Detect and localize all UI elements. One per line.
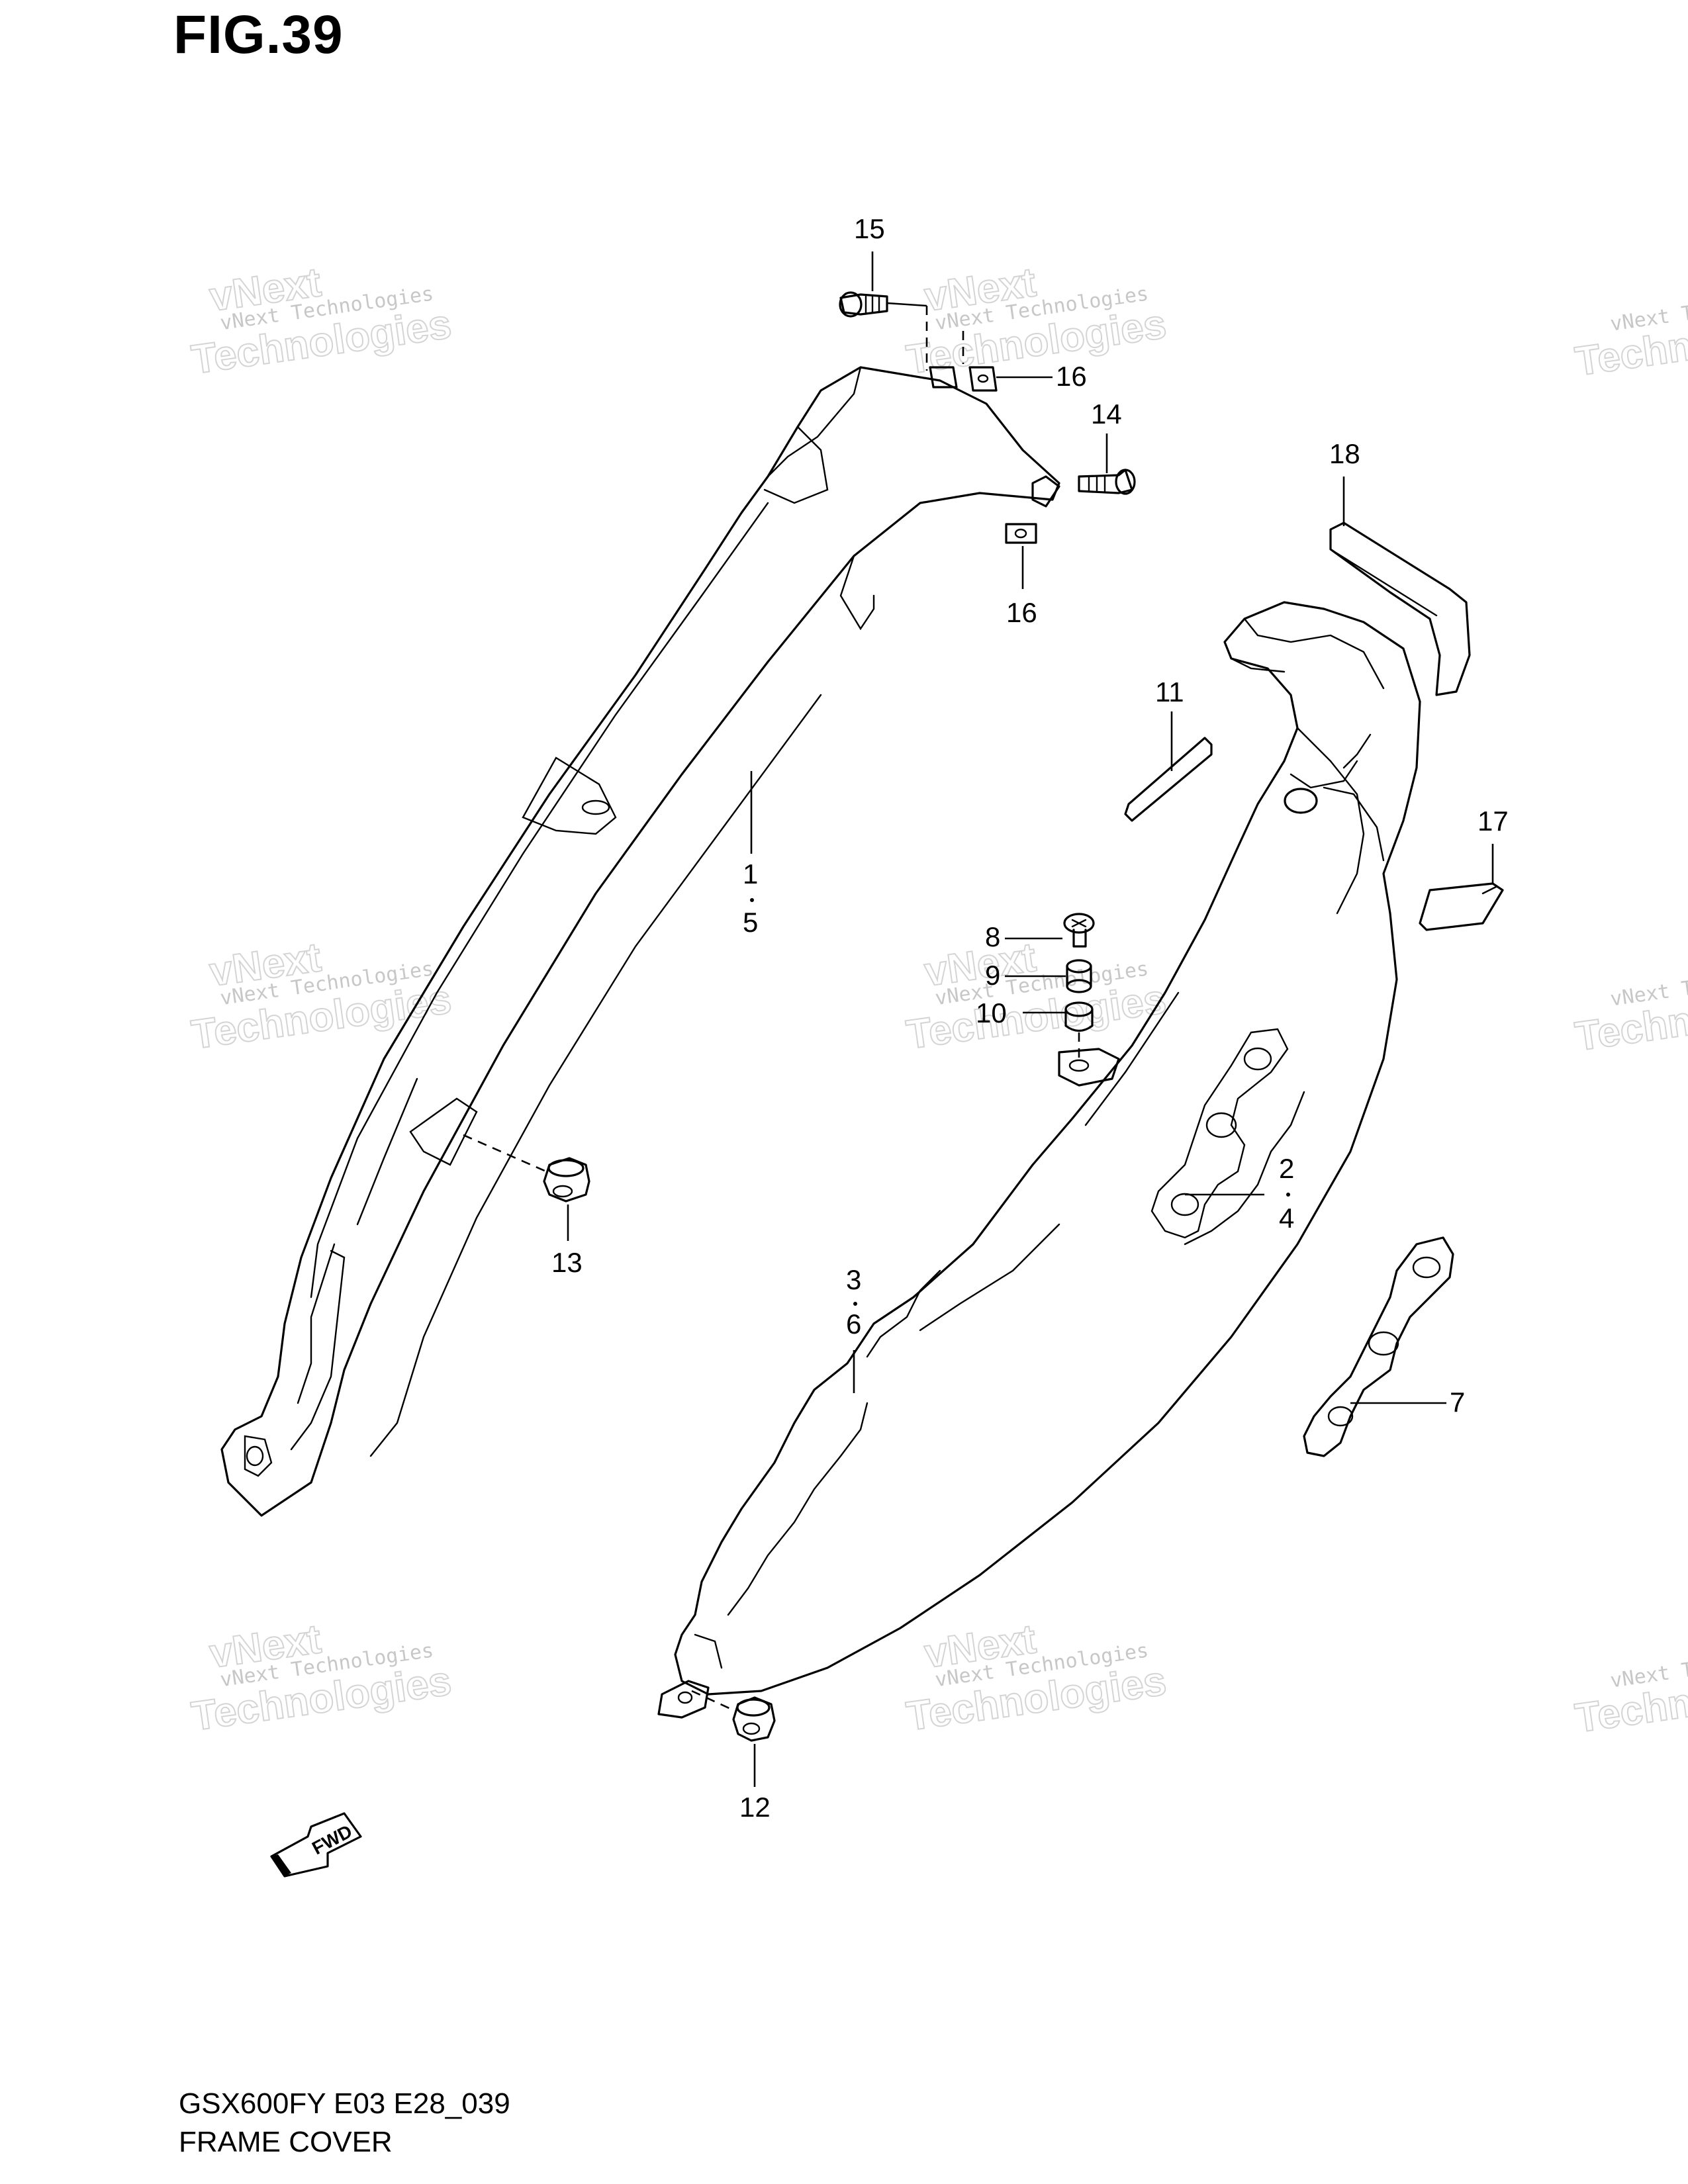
part-18-seal-strip [1329, 522, 1471, 696]
fastener-16-clip-upper [929, 366, 998, 392]
watermark-top-right: vNext Technologies Technologies [1571, 283, 1688, 386]
watermark-group: vNext vNext Technologies Technologies vN… [188, 259, 1688, 1743]
watermark-bottom-left: vNext vNext Technologies Technologies [188, 1615, 455, 1741]
callout-2: 2 [1279, 1153, 1294, 1184]
callout-labels: 15 16 14 16 18 11 1 5 17 8 9 10 2 4 13 3… [551, 213, 1509, 1823]
callout-separator-dot [1286, 1193, 1290, 1197]
figure-title: FIG.39 [173, 5, 344, 65]
callout-separator-dot [853, 1302, 857, 1306]
callout-14: 14 [1091, 398, 1122, 430]
fastener-14-bolt [1031, 469, 1136, 508]
part-frame-cover-right [657, 601, 1421, 1719]
callout-16-lower: 16 [1006, 597, 1037, 628]
part-11-strip [1124, 737, 1213, 822]
callout-10: 10 [976, 997, 1007, 1028]
callout-18: 18 [1329, 438, 1360, 469]
callout-9: 9 [985, 960, 1000, 991]
model-code: GSX600FY E03 E28_039 [179, 2087, 510, 2120]
part-7-emblem-plate [1303, 1236, 1454, 1457]
callout-17: 17 [1477, 805, 1509, 837]
figure-footer: GSX600FY E03 E28_039 FRAME COVER [179, 2085, 510, 2161]
callout-15: 15 [854, 213, 885, 244]
fastener-16-clip-lower [1005, 523, 1037, 544]
callout-16-upper: 16 [1056, 361, 1087, 392]
fastener-8-screw [1063, 913, 1095, 948]
watermark-bottom-center: vNext vNext Technologies Technologies [903, 1615, 1170, 1741]
callout-12: 12 [739, 1792, 771, 1823]
callout-1: 1 [743, 858, 758, 889]
watermark-top-center: vNext vNext Technologies Technologies [903, 259, 1170, 384]
callout-separator-dot [750, 898, 754, 902]
callout-11: 11 [1155, 676, 1184, 707]
part-12-grommet [732, 1696, 776, 1742]
fwd-arrow-icon: FWD [270, 1812, 362, 1878]
fastener-9-collar [1066, 959, 1092, 993]
watermark-mid-right: vNext Technologies Technologies [1571, 958, 1688, 1061]
callout-8: 8 [985, 921, 1000, 952]
callout-4: 4 [1279, 1203, 1294, 1234]
leader-lines [463, 251, 1494, 1787]
callout-13: 13 [551, 1247, 583, 1278]
fastener-10-grommet [1064, 1001, 1094, 1032]
watermark-bottom-right: vNext Technologies Technologies [1571, 1640, 1688, 1743]
part-17-pad [1419, 882, 1504, 931]
callout-3: 3 [846, 1264, 861, 1295]
callout-6: 6 [846, 1308, 861, 1340]
part-13-grommet [543, 1157, 590, 1203]
figure-caption: FRAME COVER [179, 2126, 393, 2158]
part-frame-cover-left [220, 366, 1060, 1517]
fwd-label: FWD [308, 1821, 355, 1858]
callout-5: 5 [743, 907, 758, 938]
callout-7: 7 [1450, 1387, 1465, 1418]
watermark-top-left: vNext vNext Technologies Technologies [188, 259, 455, 384]
fastener-15-bolt [839, 291, 888, 318]
